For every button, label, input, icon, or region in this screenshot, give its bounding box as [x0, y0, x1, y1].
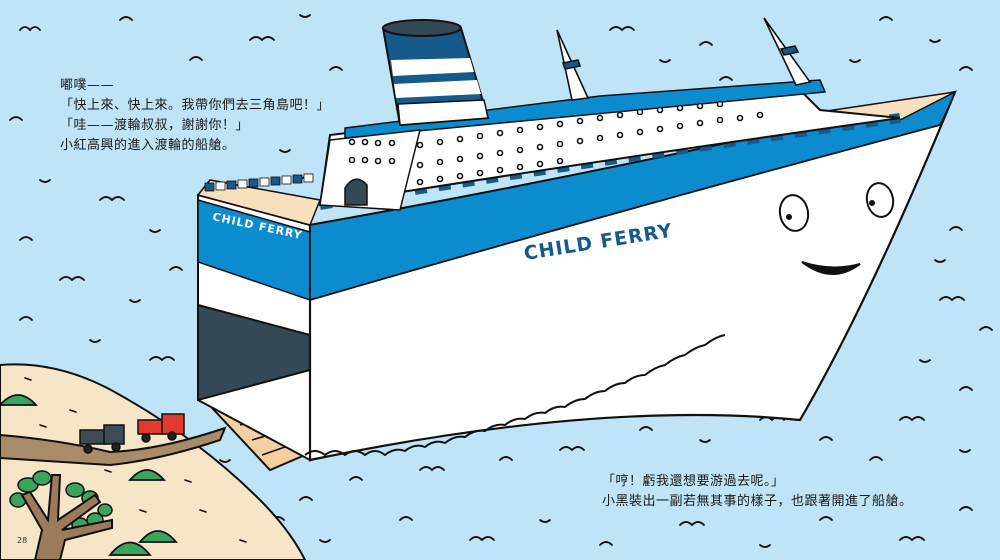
page-number: 28 — [17, 536, 28, 545]
checkered-rail — [204, 173, 314, 192]
funnel — [381, 19, 490, 127]
story-text-top: 嘟噗—— 「快上來、快上來。我帶你們去三角島吧！」 「哇——渡輪叔叔，謝謝你！」… — [60, 76, 330, 156]
story-line: 小黑裝出一副若無其事的樣子，也跟著開進了船艙。 — [602, 494, 913, 509]
door — [344, 178, 368, 206]
masts — [556, 17, 812, 101]
ferry-ship: CHILD FERRY CHILD FERRY — [196, 17, 957, 472]
tree — [9, 470, 113, 560]
ship-face — [778, 182, 895, 275]
black-truck — [79, 424, 125, 454]
story-line: 小紅高興的進入渡輪的船艙。 — [60, 138, 236, 153]
wave-marks — [9, 14, 993, 548]
bushes — [0, 394, 178, 556]
story-line: 嘟噗—— — [60, 78, 115, 93]
story-line: 「快上來、快上來。我帶你們去三角島吧！」 — [60, 98, 331, 113]
red-truck — [137, 413, 185, 443]
superstructure — [318, 88, 901, 207]
story-line: 「哇——渡輪叔叔，謝謝你！」 — [60, 118, 250, 133]
hull-band — [309, 90, 957, 302]
story-text-bottom: 「哼！虧我還想要游過去呢。」 小黑裝出一副若無其事的樣子，也跟著開進了船艙。 — [602, 472, 913, 512]
story-line: 「哼！虧我還想要游過去呢。」 — [602, 474, 785, 489]
road-bridge — [0, 426, 227, 467]
portholes — [348, 100, 764, 186]
